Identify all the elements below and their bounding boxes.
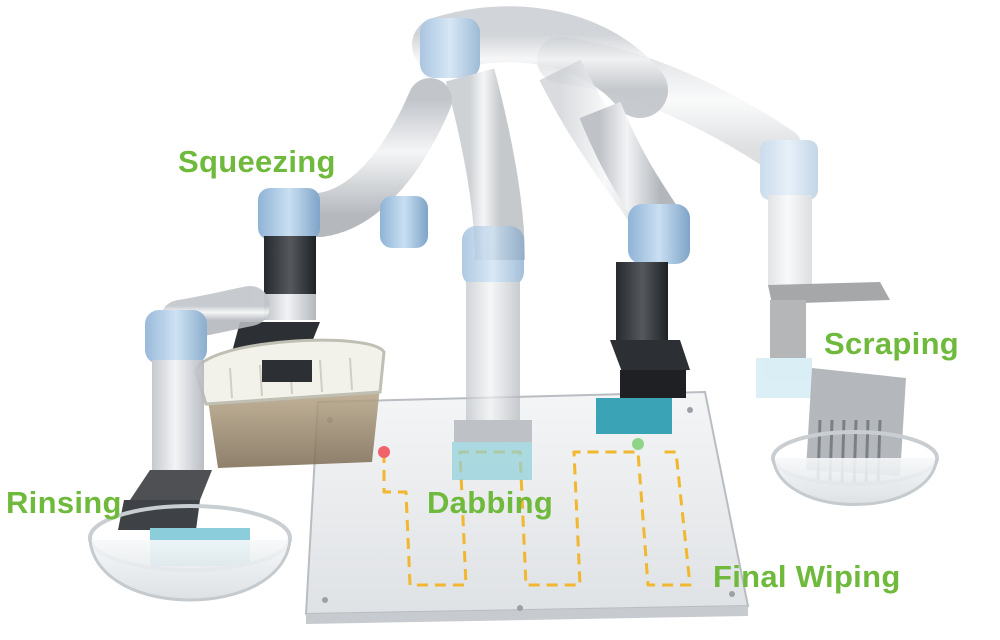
squeezing-basket [194, 338, 386, 468]
label-scraping: Scraping [824, 326, 960, 361]
scraping-bowl [771, 368, 939, 506]
rinsing-bowl [88, 504, 292, 602]
label-squeezing: Squeezing [178, 144, 336, 179]
path-end-point [632, 438, 644, 450]
wiping-path [382, 450, 692, 587]
label-dabbing: Dabbing [427, 485, 554, 520]
label-final-wiping: Final Wiping [713, 559, 901, 594]
robot-arm-dabbing [452, 226, 532, 480]
label-rinsing: Rinsing [6, 485, 122, 520]
robot-arm-final-wiping [579, 101, 690, 434]
path-start-point [378, 446, 390, 458]
robot-arm-squeezing [232, 78, 452, 362]
